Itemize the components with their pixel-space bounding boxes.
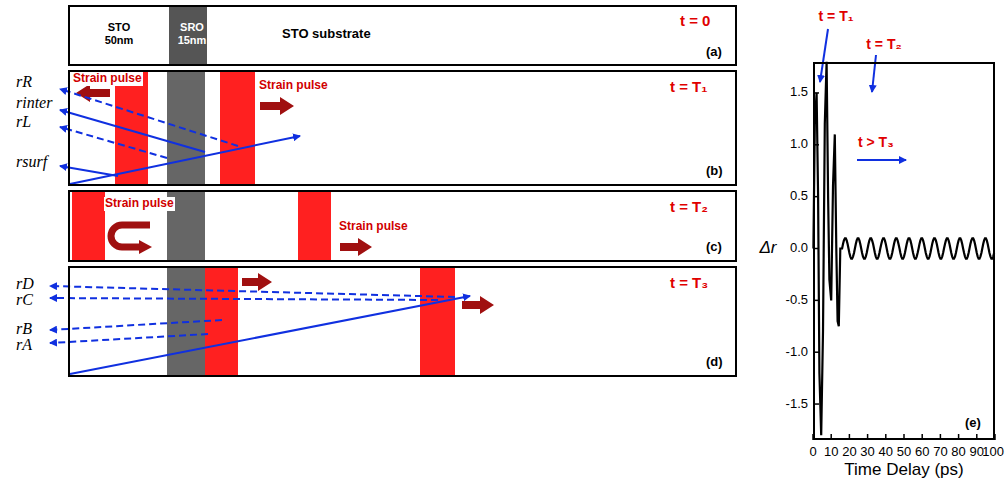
pulse-arrow bbox=[260, 97, 294, 115]
ray-label: rinter bbox=[16, 94, 52, 112]
strain-pulse bbox=[72, 190, 105, 262]
time-marker: t = T₁ bbox=[819, 8, 854, 24]
x-tick-label: 60 bbox=[915, 445, 929, 460]
y-tick-label: 0.0 bbox=[790, 241, 808, 256]
strain-pulse bbox=[298, 190, 331, 262]
x-tick-label: 70 bbox=[933, 445, 947, 460]
chart-plot bbox=[813, 62, 995, 440]
panel-label: (e) bbox=[965, 416, 981, 431]
time-marker: t = T₂ bbox=[866, 36, 901, 52]
layer-label: STO substrate bbox=[282, 27, 371, 42]
x-tick-label: 0 bbox=[809, 445, 816, 460]
axis-title: Δr bbox=[759, 238, 776, 258]
y-tick-label: 1.0 bbox=[790, 137, 808, 152]
panel-label: (b) bbox=[706, 164, 723, 179]
ray-label: rC bbox=[16, 291, 33, 309]
pulse-label: Strain pulse bbox=[338, 220, 409, 234]
y-tick-label: 0.5 bbox=[790, 189, 808, 204]
ray-label: rA bbox=[16, 336, 32, 354]
x-tick-label: 10 bbox=[824, 445, 838, 460]
pulse-label: Strain pulse bbox=[72, 72, 143, 86]
sto-layer: STO 50nm bbox=[70, 7, 169, 64]
pulse-arrow bbox=[242, 273, 272, 291]
ray-label: rD bbox=[16, 275, 34, 293]
pulse-arrow bbox=[340, 238, 372, 256]
strain-pulse bbox=[220, 70, 255, 186]
axis-title: Time Delay (ps) bbox=[844, 460, 963, 480]
x-tick-label: 30 bbox=[860, 445, 874, 460]
reflect-arrowhead bbox=[139, 240, 152, 254]
y-tick-label: 1.5 bbox=[790, 85, 808, 100]
sample-panel: t = 0 (a) STO 50nm SRO 15nm STO substrate bbox=[68, 5, 737, 66]
time-label: t = T₁ bbox=[670, 78, 707, 95]
time-marker: t > T₃ bbox=[858, 134, 894, 150]
pulse-label: Strain pulse bbox=[104, 197, 175, 211]
panel-label: (c) bbox=[706, 240, 722, 255]
ray-label: rL bbox=[16, 113, 31, 131]
sample-panel: t = T₁ (b) bbox=[68, 70, 737, 186]
sro-layer bbox=[167, 70, 205, 186]
time-label: t = 0 bbox=[680, 12, 710, 29]
sample-panel: t = T₃ (d) bbox=[68, 266, 737, 377]
y-tick-label: -1.0 bbox=[786, 345, 808, 360]
ray-label: rR bbox=[16, 73, 32, 91]
plot-frame: (e) bbox=[813, 62, 995, 440]
y-tick-label: -1.5 bbox=[786, 397, 808, 412]
ray-label: rB bbox=[16, 320, 32, 338]
chart-arrows bbox=[820, 29, 906, 160]
light-rays bbox=[60, 89, 300, 184]
panel-label: (d) bbox=[706, 355, 723, 370]
panel-label: (a) bbox=[706, 45, 722, 60]
x-tick-label: 90 bbox=[970, 445, 984, 460]
time-label: t = T₃ bbox=[670, 274, 708, 291]
x-tick-label: 50 bbox=[897, 445, 911, 460]
sro-layer: SRO 15nm bbox=[169, 7, 207, 64]
x-tick-label: 80 bbox=[951, 445, 965, 460]
light-rays bbox=[50, 286, 470, 374]
x-tick-label: 100 bbox=[982, 445, 1004, 460]
pulse-label: Strain pulse bbox=[258, 79, 329, 93]
pulse-arrow bbox=[462, 296, 494, 314]
substrate-layer: STO substrate bbox=[207, 7, 735, 64]
x-tick-label: 20 bbox=[842, 445, 856, 460]
y-tick-label: -0.5 bbox=[786, 293, 808, 308]
ray-label: rsurf bbox=[16, 153, 47, 171]
x-tick-label: 40 bbox=[879, 445, 893, 460]
pulse-arrow bbox=[76, 84, 110, 102]
layer-label: STO 50nm bbox=[98, 21, 140, 46]
layer-label: SRO 15nm bbox=[171, 21, 213, 46]
time-label: t = T₂ bbox=[670, 198, 708, 215]
strain-pulse bbox=[420, 266, 455, 377]
